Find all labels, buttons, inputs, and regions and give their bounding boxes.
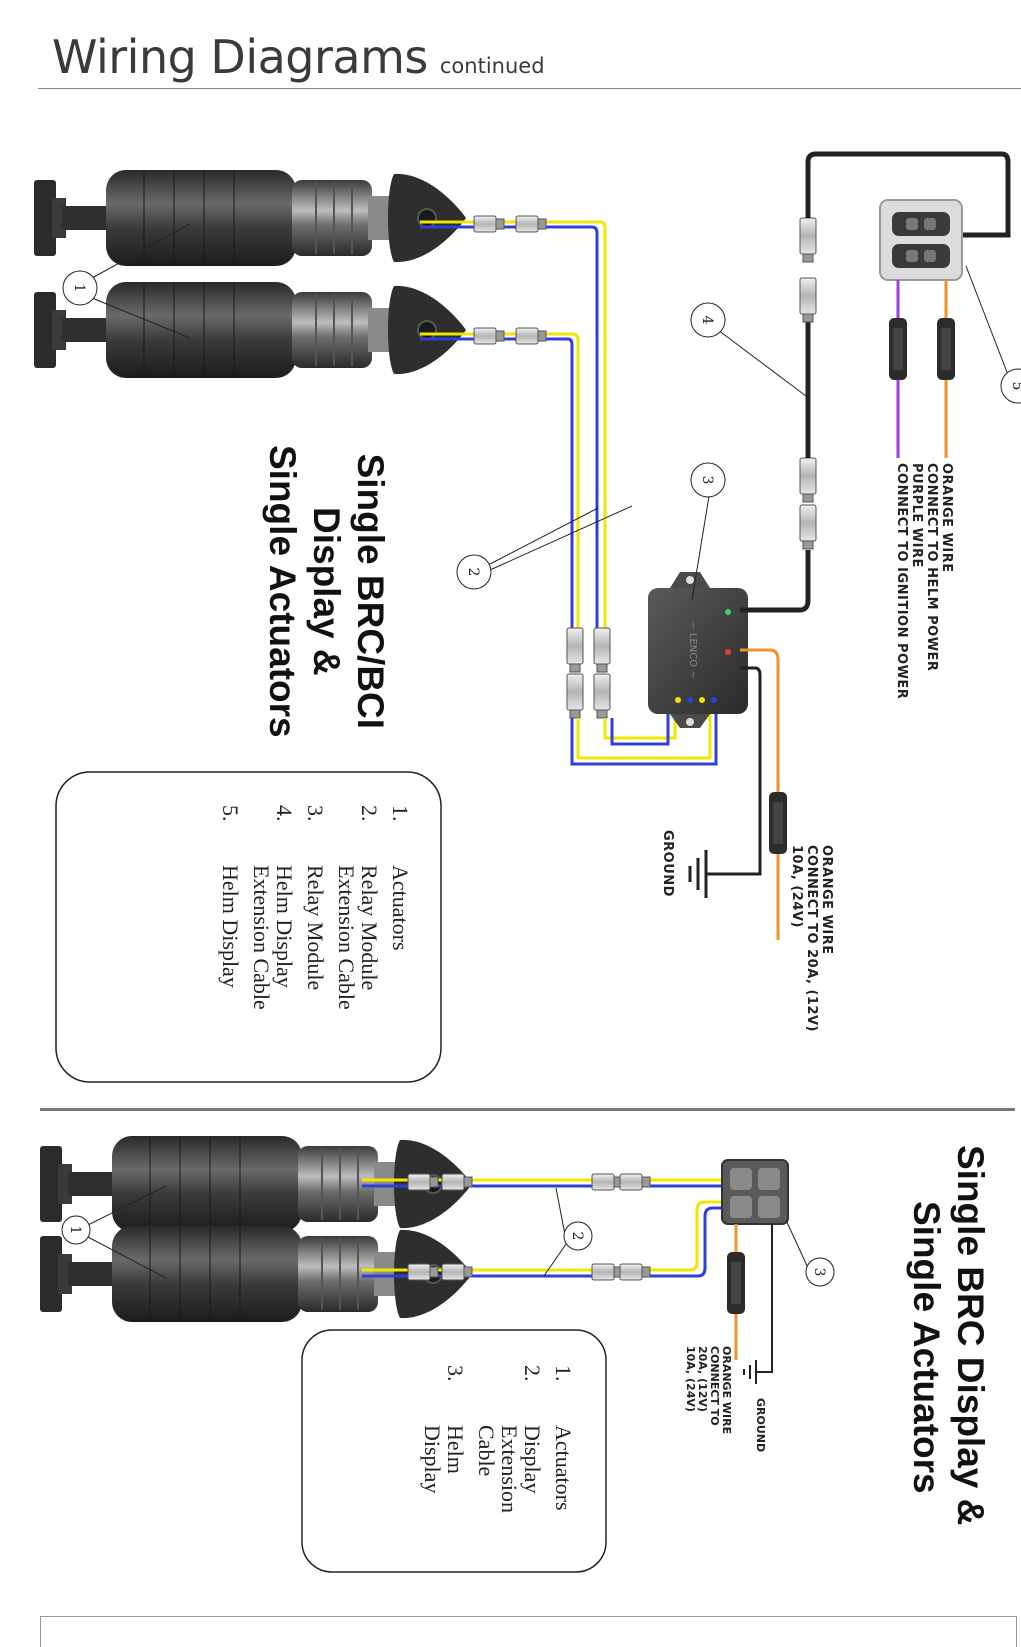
legend-top: 1.Actuators 2.Relay Module Extension Cab… (211, 805, 413, 1010)
callout-1 (62, 270, 98, 306)
page-subtitle: continued (439, 54, 545, 78)
legend-item: 5.Helm Display (218, 805, 243, 988)
blue-wire (420, 337, 574, 640)
bottom-orange-label: ORANGE WIRE CONNECT TO 20A, (12V) 10A, (… (684, 1346, 733, 1435)
callout-3 (690, 462, 726, 498)
callout-5-number: 5 (1009, 382, 1021, 391)
connector-plug (515, 327, 547, 345)
callout-2-number: 2 (465, 568, 481, 577)
fuse-label: ORANGE WIRE CONNECT TO 20A, (12V) 10A, (… (789, 845, 834, 1032)
fuse-line-2: 10A, (24V) (789, 845, 804, 928)
callout-1-number: 1 (71, 284, 87, 293)
callout-1-bottom (61, 1215, 91, 1245)
svg-text:~ LENCO ~: ~ LENCO ~ (687, 621, 698, 678)
bottom-title-line-2: Single Actuators (906, 1201, 947, 1494)
helm-display (879, 199, 963, 281)
inline-fuse (889, 318, 907, 380)
legend-item: 2.Display Extension Cable (474, 1365, 545, 1513)
section-divider (40, 1108, 1015, 1111)
connector-plug (566, 673, 584, 719)
legend-box-bottom (301, 1329, 607, 1573)
actuator-bottom-1 (39, 1135, 473, 1233)
bottom-title-line-1: Single BRC Display & (950, 1145, 991, 1526)
header-rule (38, 88, 1021, 89)
top-diagram: ~ LENCO ~ (33, 151, 1021, 1083)
actuator-top-2 (33, 281, 467, 379)
ignition-desc: CONNECT TO IGNITION POWER (894, 463, 909, 700)
connector-plug (799, 457, 817, 503)
connector-plug (619, 1263, 651, 1281)
legend-item: 3.Helm Display (420, 1365, 468, 1494)
connector-plug (593, 673, 611, 719)
helm-power-label: ORANGE WIRE CONNECT TO HELM POWER PURPLE… (894, 463, 954, 699)
callout-4 (690, 302, 726, 338)
helm-power-title: ORANGE WIRE (939, 463, 954, 573)
callout-3-number: 3 (699, 476, 715, 485)
page-header: Wiring Diagrams continued (52, 30, 545, 90)
callout-4-number: 4 (699, 316, 715, 325)
callout-3-bottom-number: 3 (811, 1268, 827, 1277)
bottom-orange-line-2: 20A, (12V) (696, 1346, 709, 1412)
helm-power-desc: CONNECT TO HELM POWER (924, 463, 939, 672)
bottom-diagram (39, 1135, 835, 1573)
helm-display-bottom (721, 1159, 789, 1225)
callout-3-bottom (805, 1257, 835, 1287)
footer-box (40, 1616, 1017, 1647)
connector-plug (799, 217, 817, 263)
yellow-wire (420, 332, 580, 640)
connector-plug (591, 1263, 623, 1281)
legend-box-top (55, 771, 442, 1083)
connector-plug (799, 504, 817, 550)
yellow-wire (420, 220, 607, 640)
connector-plug (593, 627, 611, 673)
inline-fuse (727, 1252, 745, 1314)
top-title-line-1: Single BRC/BCI (350, 453, 391, 730)
legend-item: 1.Actuators (388, 805, 413, 951)
inline-fuse (769, 792, 787, 854)
bottom-orange-line-1: CONNECT TO (708, 1346, 721, 1426)
legend-item: 1.Actuators (551, 1365, 576, 1511)
inline-fuse (937, 318, 955, 380)
helm-extension-cable (740, 550, 811, 613)
callout-2-bottom (563, 1221, 593, 1251)
bottom-ground-label: GROUND (754, 1398, 767, 1453)
legend-item: 2.Relay Module Extension Cable (334, 805, 382, 1010)
connector-plug (515, 215, 547, 233)
legend-bottom: 1.Actuators 2.Display Extension Cable 3.… (413, 1365, 576, 1513)
bottom-diagram-title: Single BRC Display & Single Actuators (904, 1145, 992, 1525)
connector-plug (799, 277, 817, 323)
ignition-title: PURPLE WIRE (909, 463, 924, 568)
ground-symbol (688, 850, 708, 898)
top-title-line-2: Display & (306, 507, 347, 676)
ground-label: GROUND (660, 830, 675, 897)
page-title: Wiring Diagrams (52, 30, 428, 84)
callout-1-bottom-number: 1 (67, 1226, 83, 1235)
connector-plug (566, 627, 584, 673)
bottom-orange-title: ORANGE WIRE (720, 1346, 733, 1435)
callout-2-bottom-number: 2 (569, 1232, 585, 1241)
top-diagram-title: Single BRC/BCI Display & Single Actuator… (260, 445, 392, 738)
relay-module: ~ LENCO ~ (648, 572, 748, 728)
blue-wire (420, 225, 599, 640)
actuator-top-1 (33, 169, 467, 267)
fuse-title: ORANGE WIRE (819, 845, 834, 955)
legend-item: 4.Helm Display Extension Cable (249, 805, 297, 1010)
fuse-line-1: CONNECT TO 20A, (12V) (804, 845, 819, 1033)
callout-5 (1000, 368, 1021, 404)
connector-plug (591, 1173, 623, 1191)
callout-2 (456, 554, 492, 590)
legend-item: 3.Relay Module (303, 805, 328, 991)
bottom-orange-line-3: 10A, (24V) (684, 1346, 697, 1412)
connector-plug (473, 327, 505, 345)
connector-plug (473, 215, 505, 233)
connector-plug (619, 1173, 651, 1191)
ground-symbol-bottom (743, 1360, 757, 1384)
top-title-line-3: Single Actuators (262, 445, 303, 738)
actuator-bottom-2 (39, 1225, 473, 1323)
